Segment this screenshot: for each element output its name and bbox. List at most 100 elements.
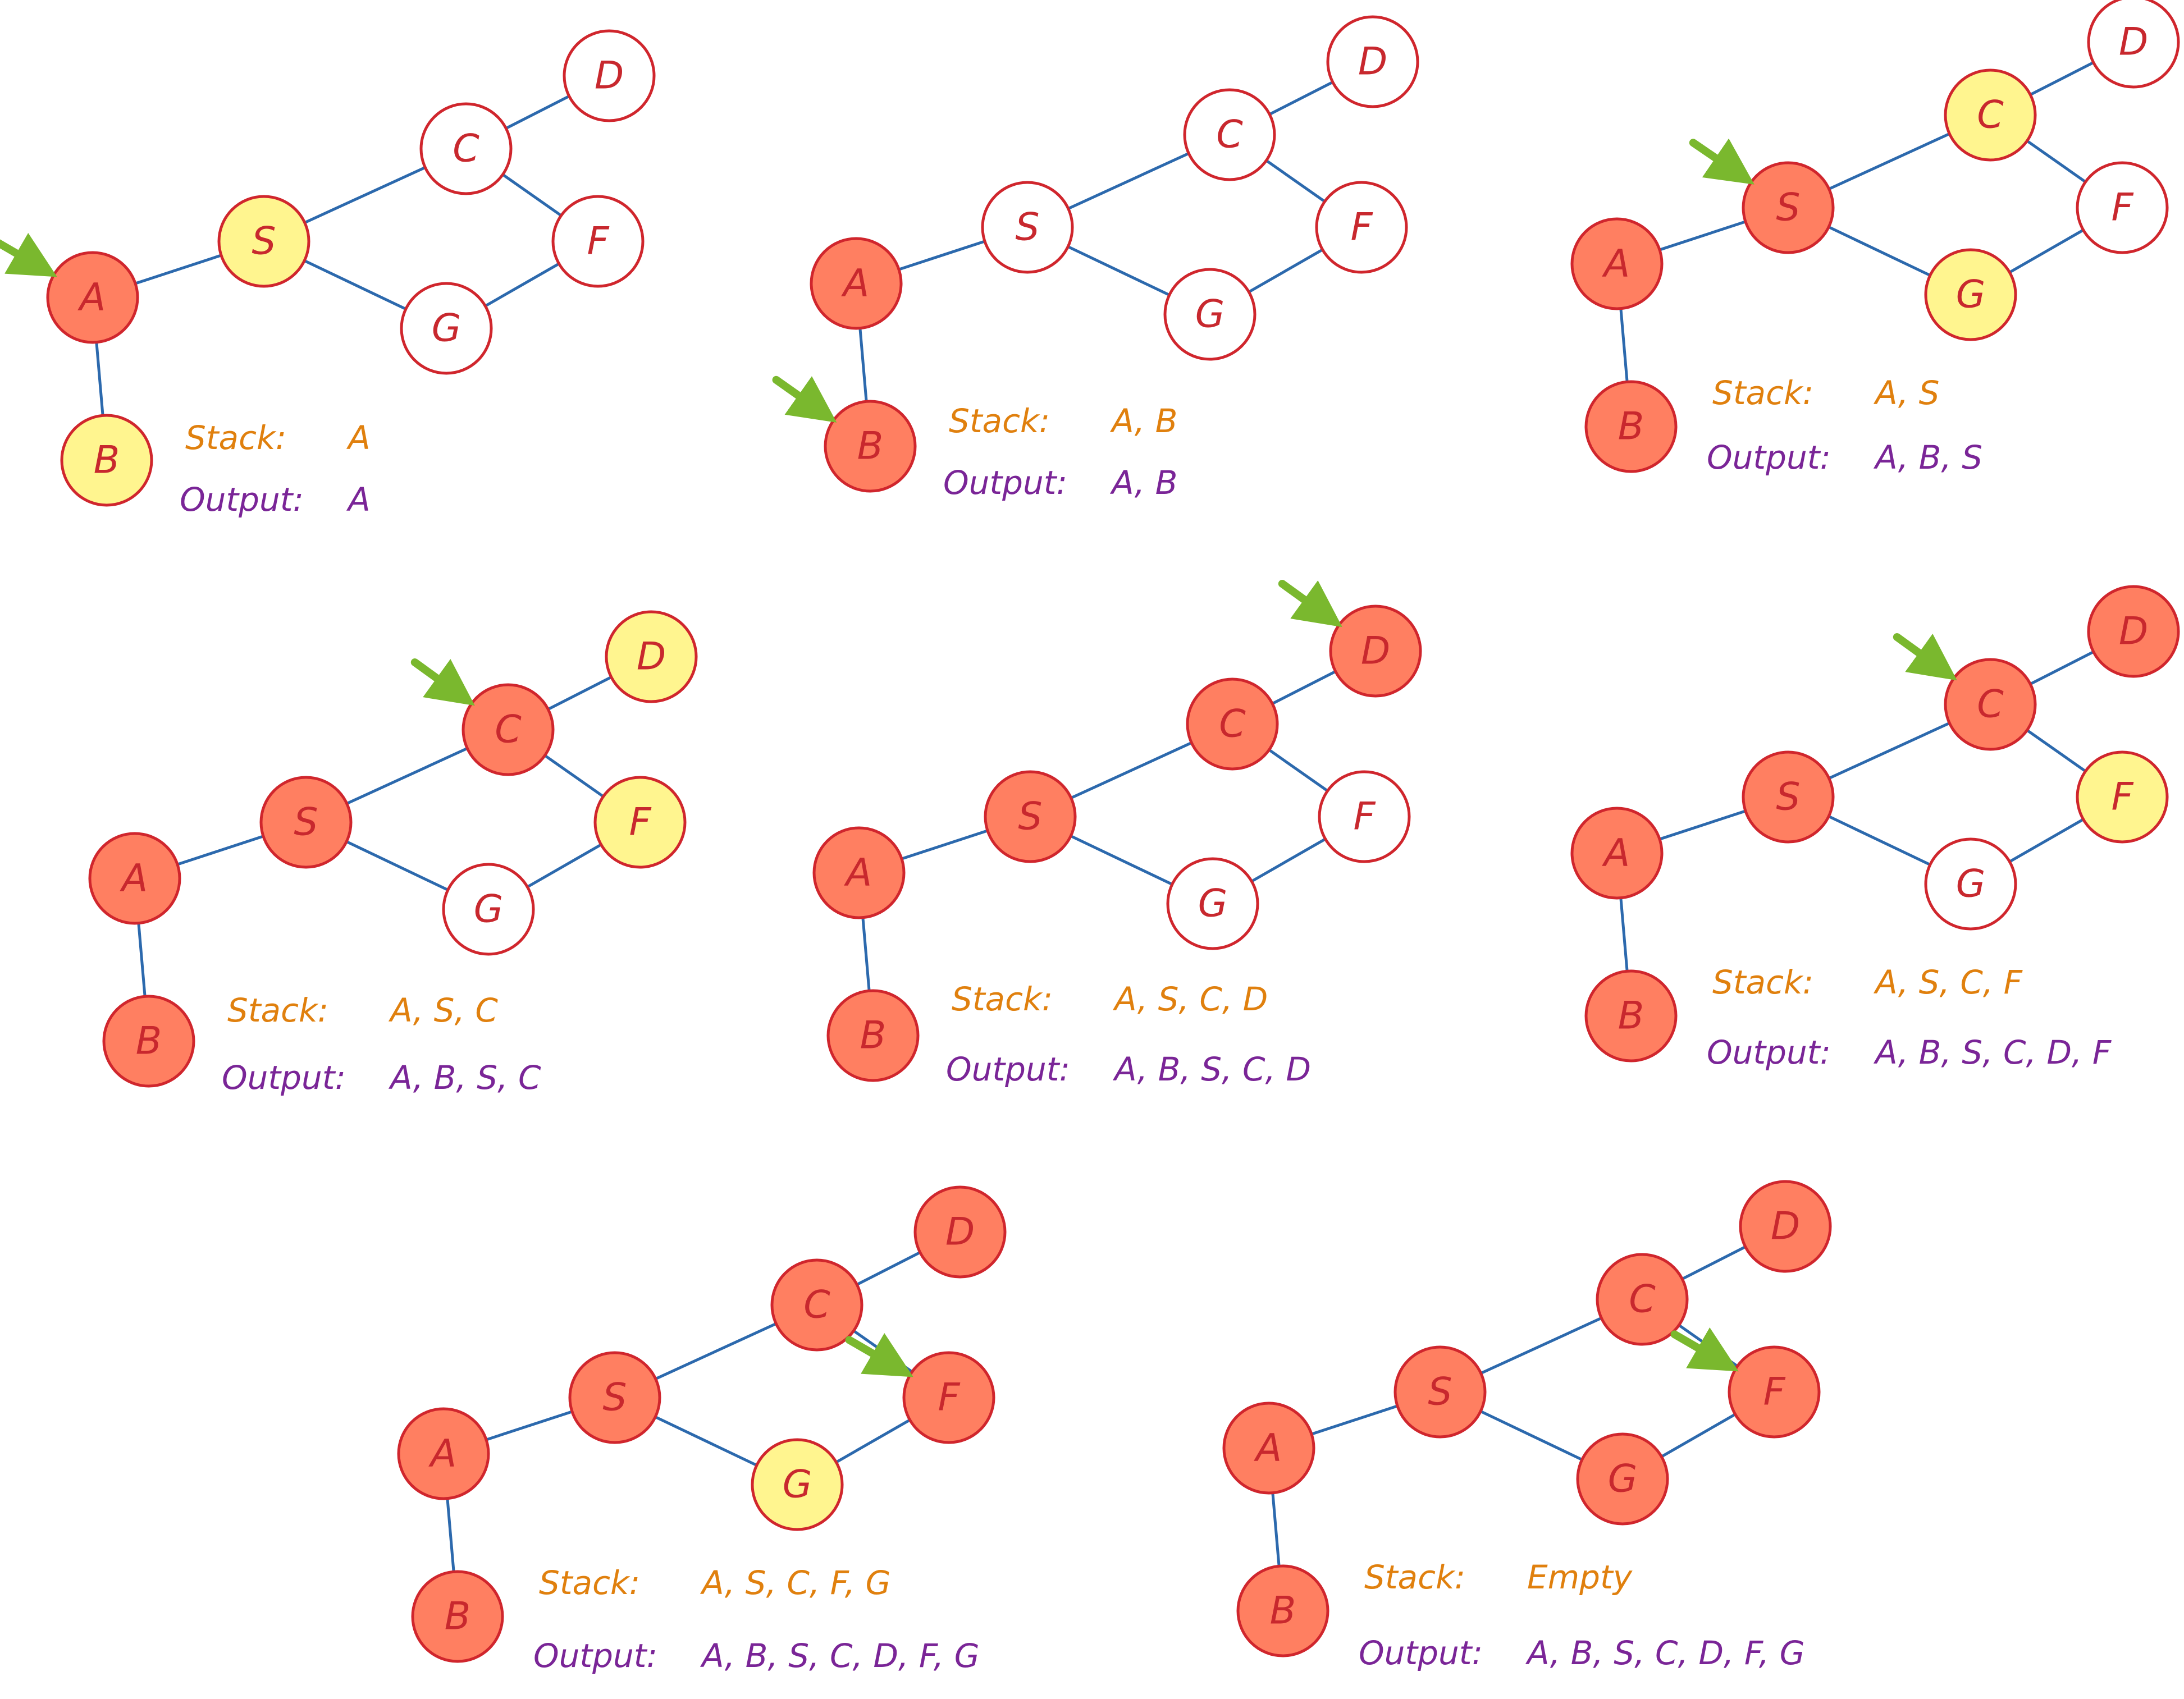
node-F-circle bbox=[902, 1351, 995, 1444]
node-G-label: G bbox=[783, 1463, 812, 1507]
stack-value: A, S, C, D bbox=[1112, 980, 1268, 1018]
node-D-label: D bbox=[1358, 40, 1387, 84]
output-value: A, B, S, C, D bbox=[1112, 1050, 1311, 1088]
node-C: C bbox=[770, 1258, 863, 1352]
output-value: A, B, S, C, D, F bbox=[1873, 1033, 2112, 1071]
node-F: F bbox=[551, 195, 645, 288]
node-G-label: G bbox=[432, 306, 462, 351]
node-C-label: C bbox=[1629, 1277, 1656, 1322]
node-A-circle bbox=[1570, 217, 1664, 310]
node-F-circle bbox=[551, 195, 645, 288]
node-B: B bbox=[411, 1570, 504, 1663]
node-B-label: B bbox=[1618, 994, 1644, 1038]
node-F-label: F bbox=[1350, 205, 1373, 250]
stack-label: Stack: bbox=[539, 1564, 640, 1602]
node-D-label: D bbox=[1771, 1205, 1800, 1249]
node-C-circle bbox=[419, 102, 513, 195]
node-F-label: F bbox=[2111, 775, 2133, 819]
node-D-circle bbox=[2087, 0, 2180, 89]
node-S-circle bbox=[984, 770, 1077, 863]
node-D-circle bbox=[563, 29, 656, 122]
node-C: C bbox=[419, 102, 513, 195]
node-B-label: B bbox=[136, 1019, 162, 1064]
output-label: Output: bbox=[222, 1059, 346, 1097]
node-F-circle bbox=[593, 776, 687, 869]
node-S-circle bbox=[981, 181, 1074, 274]
stack-value: A, B bbox=[1109, 402, 1177, 440]
stack-label: Stack: bbox=[185, 419, 286, 457]
node-G-label: G bbox=[1195, 292, 1225, 337]
node-G: G bbox=[1166, 857, 1259, 950]
node-S-circle bbox=[259, 776, 353, 869]
node-F-circle bbox=[1728, 1345, 1821, 1439]
output-value: A, B, S, C bbox=[388, 1059, 541, 1097]
output-value: A, B, S, C, D, F, G bbox=[1525, 1634, 1805, 1672]
node-C-label: C bbox=[453, 127, 479, 171]
node-D-circle bbox=[605, 610, 698, 703]
node-A-circle bbox=[812, 826, 906, 919]
current-node-arrow-icon bbox=[1893, 633, 1957, 681]
node-G: G bbox=[1576, 1432, 1669, 1526]
node-D-label: D bbox=[2119, 610, 2148, 654]
output-value: A, B, S, C, D, F, G bbox=[700, 1637, 980, 1675]
node-F-circle bbox=[2076, 750, 2169, 844]
node-A: A bbox=[810, 237, 903, 330]
node-F: F bbox=[902, 1351, 995, 1444]
node-G: G bbox=[442, 863, 535, 956]
node-A-circle bbox=[88, 832, 181, 925]
output-label: Output: bbox=[1359, 1634, 1483, 1672]
stack-value: A, S, C, F bbox=[1873, 963, 2023, 1001]
output-label: Output: bbox=[1707, 438, 1831, 477]
node-F-label: F bbox=[629, 800, 651, 845]
node-B: B bbox=[102, 995, 195, 1088]
node-B: B bbox=[824, 400, 917, 493]
node-A: A bbox=[1570, 217, 1664, 310]
node-G-circle bbox=[751, 1438, 844, 1531]
stack-value: Empty bbox=[1527, 1558, 1633, 1596]
output-label: Output: bbox=[533, 1637, 657, 1675]
node-S: S bbox=[984, 770, 1077, 863]
node-A-label: A bbox=[1602, 831, 1630, 876]
node-A-label: A bbox=[428, 1432, 457, 1476]
node-F: F bbox=[2076, 161, 2169, 254]
node-S-label: S bbox=[1776, 775, 1800, 819]
stack-value: A, S, C bbox=[388, 991, 498, 1029]
node-B-label: B bbox=[860, 1014, 887, 1058]
node-C: C bbox=[1944, 658, 2037, 751]
node-F-circle bbox=[2076, 161, 2169, 254]
node-B-circle bbox=[1584, 969, 1678, 1063]
node-S: S bbox=[568, 1351, 661, 1444]
node-G-label: G bbox=[1956, 862, 1986, 906]
node-A-circle bbox=[810, 237, 903, 330]
node-D: D bbox=[1329, 605, 1422, 698]
stack-label: Stack: bbox=[1712, 374, 1813, 412]
node-B-circle bbox=[102, 995, 195, 1088]
node-G-label: G bbox=[1608, 1457, 1638, 1501]
node-C-circle bbox=[1944, 658, 2037, 751]
node-G-label: G bbox=[1198, 882, 1228, 926]
current-node-arrow-icon bbox=[1278, 579, 1342, 628]
node-F: F bbox=[1318, 770, 1411, 863]
node-G-circle bbox=[400, 282, 493, 375]
stack-label: Stack: bbox=[227, 991, 328, 1029]
stack-label: Stack: bbox=[949, 402, 1050, 440]
output-value: A, B, S bbox=[1873, 438, 1982, 477]
node-S: S bbox=[259, 776, 353, 869]
stack-label: Stack: bbox=[1364, 1558, 1465, 1596]
node-G-circle bbox=[1924, 837, 2017, 931]
node-C: C bbox=[1944, 68, 2037, 162]
node-S-circle bbox=[1742, 750, 1835, 844]
stack-value: A bbox=[346, 419, 371, 457]
node-A-circle bbox=[46, 251, 139, 344]
node-C-circle bbox=[1186, 677, 1279, 771]
node-G: G bbox=[1163, 268, 1257, 361]
node-S: S bbox=[981, 181, 1074, 274]
node-B-label: B bbox=[1618, 405, 1644, 449]
node-F-label: F bbox=[2111, 186, 2133, 230]
